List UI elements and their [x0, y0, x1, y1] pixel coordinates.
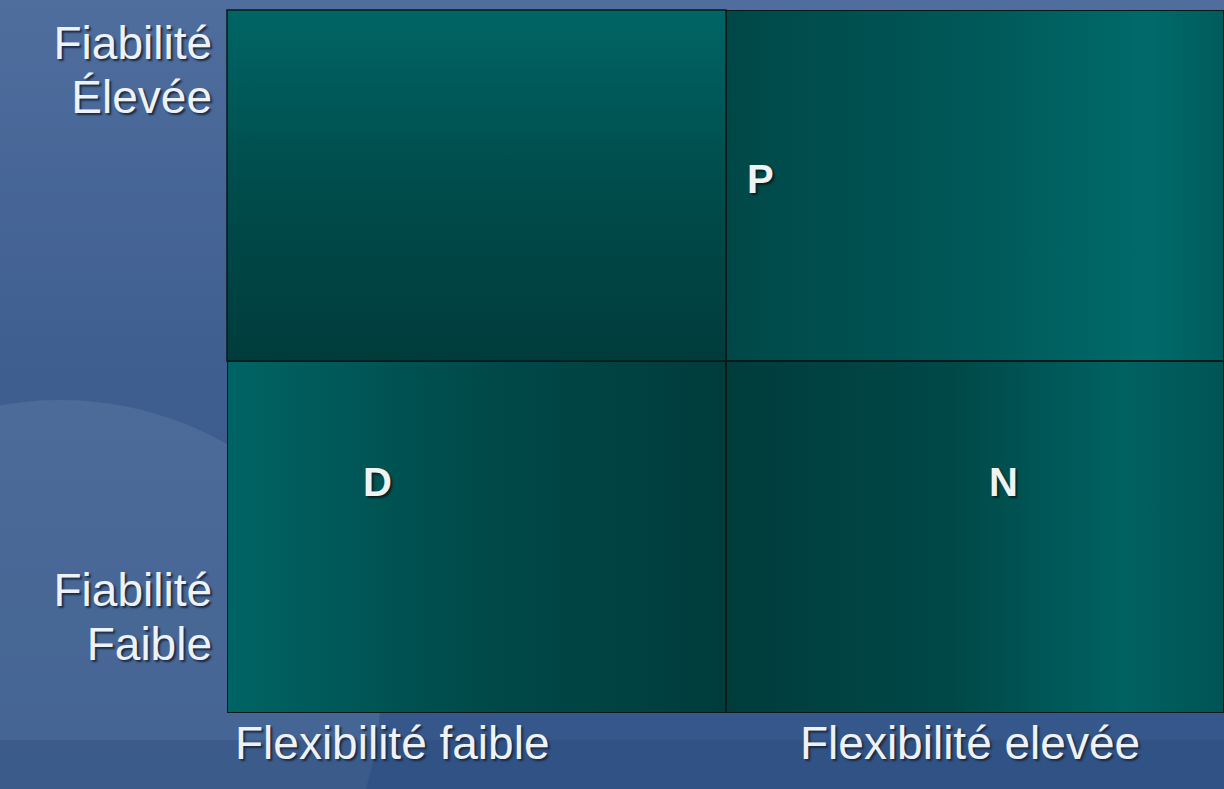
matrix-quadrant: N [726, 361, 1224, 713]
quadrant-letter: D [363, 462, 392, 502]
axis-label: Fiabilité Faible [0, 563, 212, 672]
empty-quadrant [227, 10, 726, 361]
axis-label: Flexibilité elevée [800, 716, 1140, 770]
quadrant-letter: N [989, 462, 1018, 502]
axis-label: Fiabilité Élevée [0, 16, 212, 125]
axis-label: Flexibilité faible [235, 716, 549, 770]
quadrant-letter: P [747, 159, 774, 199]
matrix-quadrant: P [726, 10, 1224, 361]
matrix-quadrant: D [227, 361, 726, 713]
